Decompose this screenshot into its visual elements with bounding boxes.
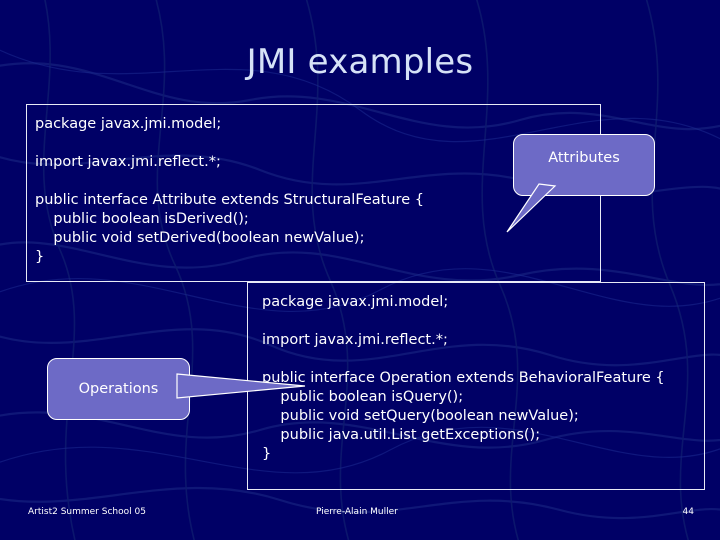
code-line: public java.util.List getExceptions(); [262,427,541,443]
code-line-blank [262,350,704,369]
code-line-blank [262,312,704,331]
callout-tail-operations [176,373,306,399]
code-line: package javax.jmi.model; [262,294,449,310]
footer-author: Pierre-Alain Muller [316,507,398,517]
code-line: import javax.jmi.reflect.*; [35,154,221,170]
code-line: package javax.jmi.model; [35,116,222,132]
callout-tail-attributes [506,183,557,233]
code-block-operation: package javax.jmi.model; import javax.jm… [247,282,705,490]
callout-operations-label: Operations [78,381,159,397]
page-title: JMI examples [246,42,474,82]
code-line: public void setQuery(boolean newValue); [262,408,579,424]
code-line: public interface Operation extends Behav… [262,370,665,386]
footer-event-name: Artist2 Summer School 05 [28,507,146,517]
code-line: } [262,446,272,462]
code-line: public void setDerived(boolean newValue)… [35,230,365,246]
code-line: } [35,249,45,265]
code-line: public interface Attribute extends Struc… [35,192,424,208]
callout-attributes-body: Attributes [513,134,655,196]
footer-page-number: 44 [682,507,694,517]
callout-attributes-label: Attributes [548,150,620,166]
code-line: public boolean isQuery(); [262,389,464,405]
code-line: public boolean isDerived(); [35,211,249,227]
slide-footer: Artist2 Summer School 05 Pierre-Alain Mu… [0,496,720,540]
callout-attributes[interactable]: Attributes [506,134,655,233]
callout-operations-body: Operations [47,358,190,420]
callout-operations[interactable]: Operations [47,358,306,420]
code-line: import javax.jmi.reflect.*; [262,332,448,348]
